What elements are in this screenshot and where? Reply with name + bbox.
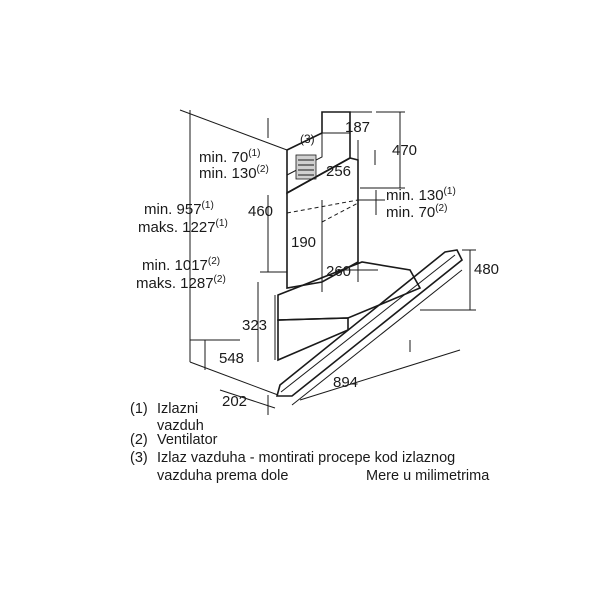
dim-187: 187 bbox=[345, 119, 370, 136]
dim-202: 202 bbox=[222, 393, 247, 410]
dim-323: 323 bbox=[242, 317, 267, 334]
dim-256: 256 bbox=[326, 163, 351, 180]
units-note: Mere u milimetrima bbox=[366, 468, 490, 484]
dim-190: 190 bbox=[291, 234, 316, 251]
dim-548: 548 bbox=[219, 350, 244, 367]
dim-470: 470 bbox=[392, 142, 417, 159]
glass-panel bbox=[275, 249, 464, 397]
legend-item-1-num: (1) bbox=[130, 401, 148, 417]
dim-260: 260 bbox=[326, 263, 351, 280]
legend-item-3-num: (3) bbox=[130, 450, 148, 466]
chimney-upper bbox=[286, 111, 351, 195]
dim-460: 460 bbox=[248, 203, 273, 220]
dim-maks1287: maks. 1287(2) bbox=[136, 274, 226, 292]
dim-min70-a: min. 70(1) bbox=[199, 148, 260, 166]
dim-maks1227: maks. 1227(1) bbox=[138, 218, 228, 236]
legend-item-1-line1: Izlazni bbox=[157, 401, 198, 417]
legend: (1) Izlazni vazduh (2) Ventilator (3) Iz… bbox=[130, 401, 490, 484]
dim-894: 894 bbox=[333, 374, 358, 391]
dim-min70-b: min. 70(2) bbox=[386, 203, 447, 221]
dim-min130-b: min. 130(1) bbox=[386, 186, 456, 204]
dim-min1017: min. 1017(2) bbox=[142, 256, 220, 274]
dimension-labels: 187 470 256 (3) min. 70(1) min. 130(2) m… bbox=[136, 119, 499, 410]
dimension-lines bbox=[179, 109, 476, 415]
dim-min130-a: min. 130(2) bbox=[199, 164, 269, 182]
legend-item-1-line2: vazduh bbox=[157, 418, 204, 434]
legend-item-3-line2: vazduha prema dole bbox=[157, 468, 288, 484]
dim-min957: min. 957(1) bbox=[144, 200, 214, 218]
legend-item-2-num: (2) bbox=[130, 432, 148, 448]
dim-3-label: (3) bbox=[300, 132, 315, 146]
legend-item-2-line1: Ventilator bbox=[157, 432, 218, 448]
legend-item-3-line1: Izlaz vazduha - montirati procepe kod iz… bbox=[157, 450, 455, 466]
dim-480: 480 bbox=[474, 261, 499, 278]
vent-slots-icon bbox=[295, 154, 317, 180]
